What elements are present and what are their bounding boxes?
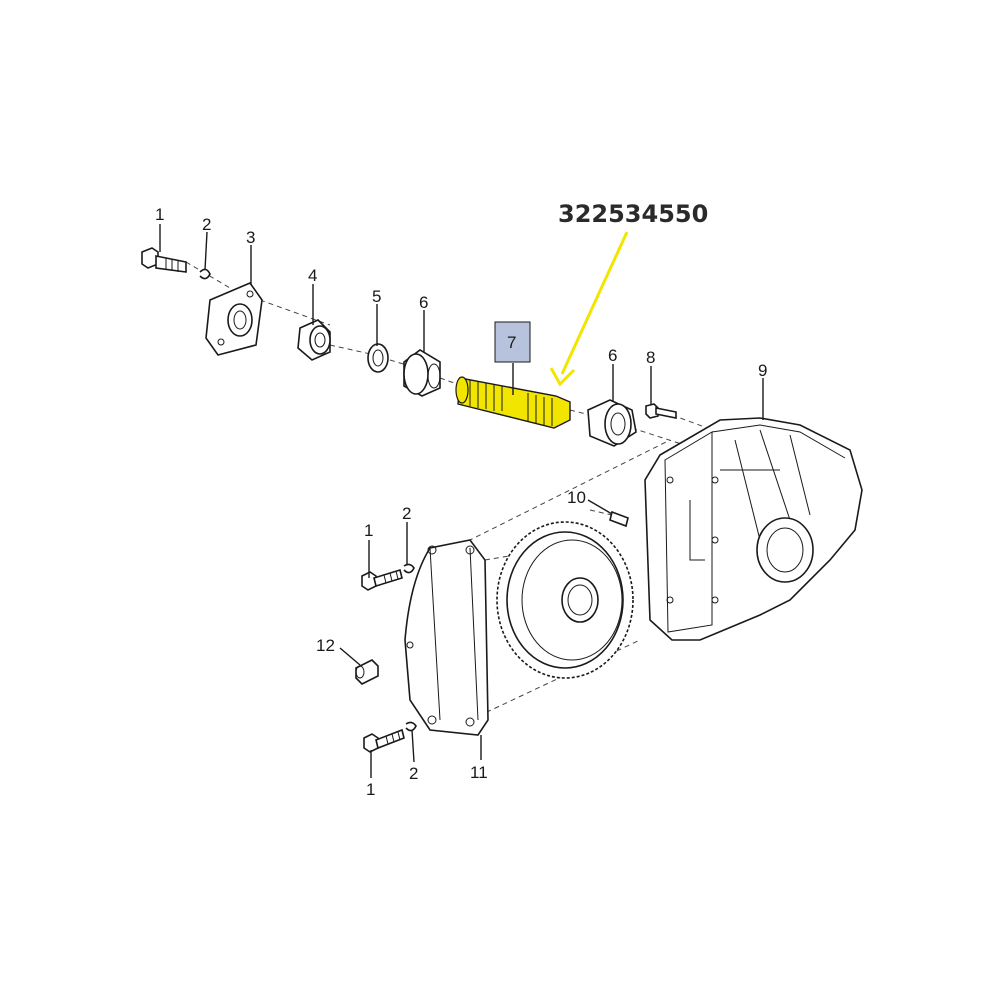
callout-washer-mid: 2 (402, 504, 411, 523)
callout-shaft: 7 (507, 333, 516, 352)
cover[interactable] (404, 539, 489, 736)
highlight-box (494, 321, 531, 363)
callout-bearing-right: 6 (608, 346, 617, 365)
callout-washer-bottom: 2 (409, 764, 418, 783)
gear[interactable] (496, 521, 634, 679)
callout-screw: 8 (646, 348, 655, 367)
washer-mid[interactable] (403, 563, 415, 574)
leader-lines (159, 224, 764, 778)
bearing-left[interactable] (403, 349, 441, 397)
bolt-bottom[interactable] (363, 728, 405, 753)
shaft-body[interactable] (457, 377, 571, 429)
callout-washer-top: 2 (202, 215, 211, 234)
housing[interactable] (644, 417, 863, 641)
bolt-mid[interactable] (361, 568, 403, 591)
bolt-top[interactable] (141, 247, 187, 273)
callout-bolt-mid: 1 (364, 521, 373, 540)
callout-plug: 12 (316, 636, 335, 655)
ring[interactable] (367, 343, 389, 373)
spacer[interactable] (297, 319, 331, 361)
callout-flange: 3 (246, 228, 255, 247)
callout-bolt-top: 1 (155, 205, 164, 224)
pin[interactable] (609, 510, 629, 528)
callout-housing: 9 (758, 361, 767, 380)
plug[interactable] (355, 659, 379, 685)
pointer-arrow (549, 231, 629, 387)
callout-cover: 11 (470, 763, 488, 782)
callout-bearing-left: 6 (419, 293, 428, 312)
callout-bolt-bottom: 1 (366, 780, 375, 799)
callout-spacer: 4 (308, 266, 317, 285)
bearing-right[interactable] (587, 399, 637, 447)
callout-pin: 10 (567, 488, 586, 507)
part-number: 322534550 (558, 200, 708, 228)
callout-ring: 5 (372, 287, 381, 306)
flange[interactable] (205, 282, 263, 356)
shaft-splines (469, 380, 553, 426)
washer-top[interactable] (199, 268, 211, 280)
screw[interactable] (645, 403, 677, 419)
splined-shaft[interactable] (455, 376, 571, 429)
shaft-end (455, 376, 469, 404)
washer-bottom[interactable] (405, 721, 417, 732)
